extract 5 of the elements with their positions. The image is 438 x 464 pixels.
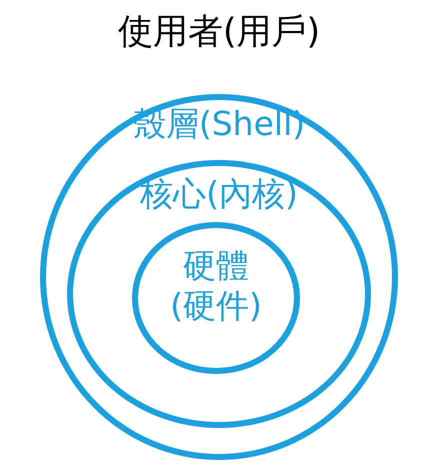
diagram-title: 使用者(用戶) [116,11,322,54]
layer-circle [67,160,371,428]
layer-label: 硬體(硬件) [169,246,263,326]
layer-circle [132,222,300,374]
layer-circle [40,94,398,460]
